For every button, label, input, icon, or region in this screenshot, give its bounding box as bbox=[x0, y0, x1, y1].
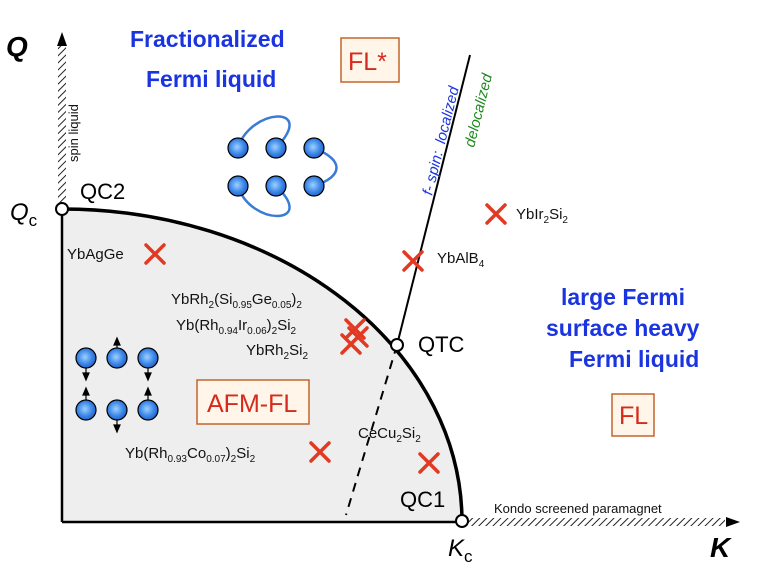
singlet-illustration bbox=[227, 115, 338, 218]
marker-ybrh2si2 bbox=[340, 333, 362, 355]
afm-region bbox=[62, 209, 462, 522]
y-axis-arrow bbox=[57, 32, 67, 46]
fl-star-box-label: FL* bbox=[348, 48, 387, 76]
fl-title-2: surface heavy bbox=[546, 315, 700, 341]
kc-label: Kc bbox=[448, 535, 473, 566]
fspin-boundary-line bbox=[396, 54, 471, 346]
x-axis-hatch bbox=[463, 518, 725, 526]
afm-box bbox=[196, 379, 310, 425]
label-ybagge: YbAgGe bbox=[67, 246, 124, 263]
qc2-label: QC2 bbox=[80, 179, 125, 204]
qc1-label: QC1 bbox=[400, 487, 445, 512]
qc-label: Qc bbox=[10, 199, 38, 230]
fl-box bbox=[611, 393, 655, 437]
label-ybalb4: YbAlB4 bbox=[437, 250, 485, 270]
phase-boundary bbox=[61, 207, 464, 523]
qtc-label: QTC bbox=[418, 332, 465, 357]
fl-star-title-1: Fractionalized bbox=[130, 26, 285, 52]
qc1-point bbox=[455, 514, 469, 528]
marker-ybalb4 bbox=[402, 250, 424, 272]
y-axis-label: Q bbox=[6, 31, 28, 62]
label-ybrh2sige: YbRh2(Si0.95Ge0.05)2 bbox=[171, 291, 302, 311]
fl-star-title-2: Fermi liquid bbox=[146, 66, 276, 92]
fl-title-1: large Fermi bbox=[561, 284, 685, 310]
fspin-localized-label: f- spin:localized bbox=[419, 84, 463, 197]
fl-title-3: Fermi liquid bbox=[569, 346, 699, 372]
label-ybir2si2: YbIr2Si2 bbox=[516, 206, 568, 226]
marker-ybir2si2 bbox=[485, 203, 507, 225]
marker-cecu2si2 bbox=[418, 452, 440, 474]
marker-ybagge bbox=[144, 243, 166, 265]
label-ybrh2si2: YbRh2Si2 bbox=[246, 342, 308, 362]
label-ybrhco: Yb(Rh0.93Co0.07)2Si2 bbox=[125, 445, 256, 465]
kondo-label: Kondo screened paramagnet bbox=[494, 501, 662, 516]
afm-box-label: AFM-FL bbox=[207, 390, 297, 418]
fspin-delocalized-label: delocalized bbox=[461, 71, 496, 149]
x-axis-label: K bbox=[710, 532, 732, 563]
qtc-point bbox=[390, 338, 404, 352]
label-ybrhir: Yb(Rh0.94Ir0.06)2Si2 bbox=[176, 317, 297, 337]
fl-star-box bbox=[340, 37, 400, 83]
spin-liquid-label: spin liquid bbox=[66, 104, 81, 162]
afm-spin-illustration bbox=[75, 336, 159, 434]
fl-box-label: FL bbox=[619, 402, 648, 430]
marker-ybrhco bbox=[309, 441, 331, 463]
y-axis-hatch bbox=[58, 44, 66, 208]
x-axis-arrow bbox=[726, 517, 740, 527]
qc2-point bbox=[55, 202, 69, 216]
label-cecu2si2: CeCu2Si2 bbox=[358, 425, 421, 445]
dashed-boundary-line bbox=[345, 344, 398, 516]
